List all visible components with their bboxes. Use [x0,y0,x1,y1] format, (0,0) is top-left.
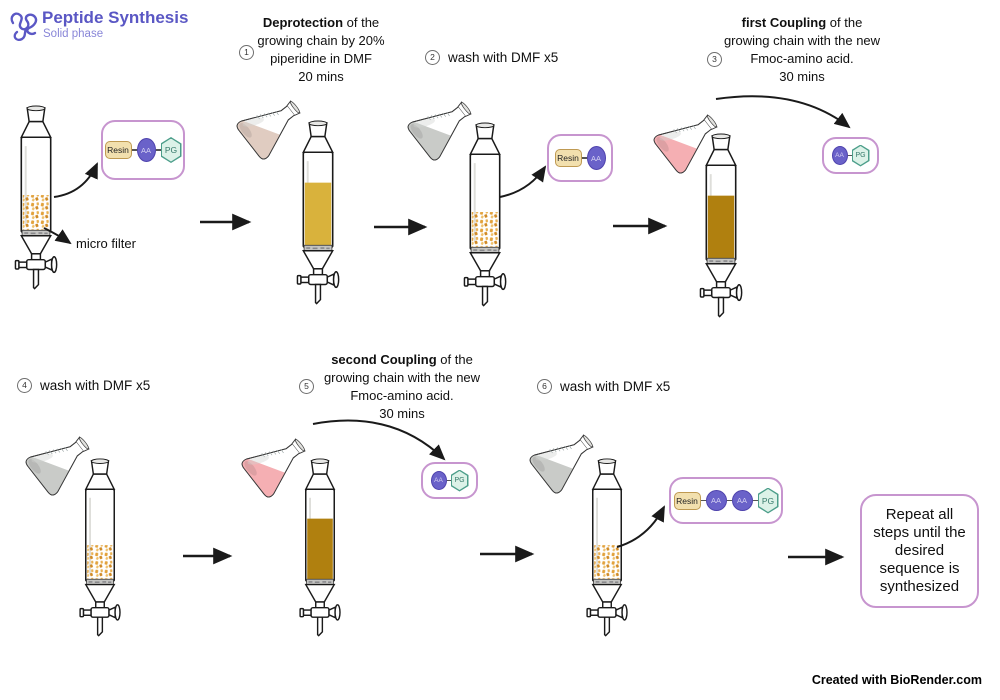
aa-chip: AA [586,146,606,170]
resin-aa-box: Resin AA [547,134,613,182]
resin-chip: Resin [104,141,132,159]
bond-line [155,149,161,151]
step2-number: 2 [425,50,440,65]
column-coupling-2 [299,458,341,637]
aa-chip: AA [430,471,447,490]
step3-bold: first Coupling [741,15,827,30]
pg-chip: PG [450,469,469,492]
step2-label: 2 wash with DMF x5 [425,50,558,65]
step5-rest: of the growing chain with the new Fmoc-a… [323,352,481,403]
pg-chip: PG [851,144,870,167]
step3-time: 30 mins [779,69,825,84]
biorender-credit: Created with BioRender.com [811,673,982,687]
repeat-box: Repeat all steps until the desired seque… [860,494,979,608]
step6-text: wash with DMF x5 [560,379,671,394]
resin-chip: Resin [673,491,701,510]
column-resin-3 [79,458,121,637]
page-subtitle: Solid phase [43,28,104,40]
pg-chip: PG [160,137,182,163]
aa-chip: AA [731,490,753,511]
aa-chip: AA [831,146,848,165]
step3-number: 3 [707,52,722,67]
pg-chip: PG [757,487,779,514]
arrow-flask-to-aa-pg-2 [312,419,446,461]
step4-number: 4 [17,378,32,393]
resin-aa-pg-box: Resin AA PG [101,120,185,180]
arrow-flask-to-aa-pg-1 [715,95,851,129]
column-resin-2 [463,122,507,307]
bond-line [847,154,852,157]
step1-time: 20 mins [298,69,344,84]
step5-bold: second Coupling [331,352,437,367]
step1-number: 1 [239,45,254,60]
column-resin-1 [14,105,58,290]
aa-chip: AA [705,490,727,511]
column-coupling-1 [699,133,743,318]
step2-text: wash with DMF x5 [448,50,559,65]
bond-line [752,499,758,502]
step3-rest: of the growing chain with the new Fmoc-a… [723,15,881,66]
step1-label: Deprotection of the growing chain by 20%… [245,14,397,86]
step1-bold: Deprotection [262,15,344,30]
bond-line [700,499,706,502]
step1-rest: of the growing chain by 20% piperidine i… [257,15,385,66]
aa-pg-box-1: AA PG [822,137,879,174]
micro-filter-label: micro filter [76,236,136,251]
step6-number: 6 [537,379,552,394]
resin-aa-aa-pg-box: Resin AA AA PG [669,477,783,524]
step4-text: wash with DMF x5 [40,378,151,393]
column-deprotection [296,120,340,305]
step5-number: 5 [299,379,314,394]
bond-line [131,149,137,151]
step4-label: 4 wash with DMF x5 [17,378,150,393]
step5-label: second Coupling of the growing chain wit… [322,351,482,423]
step5-time: 30 mins [379,406,425,421]
column-resin-4 [586,458,628,637]
resin-chip: Resin [554,149,582,167]
aa-pg-box-2: AA PG [421,462,478,499]
bond-line [581,157,587,159]
bond-line [726,499,732,502]
peptide-scribble-icon [10,12,38,41]
page-title: Peptide Synthesis [42,8,189,27]
step6-label: 6 wash with DMF x5 [537,379,670,394]
aa-chip: AA [136,138,156,162]
bond-line [446,479,451,482]
step3-label: first Coupling of the growing chain with… [723,14,881,86]
